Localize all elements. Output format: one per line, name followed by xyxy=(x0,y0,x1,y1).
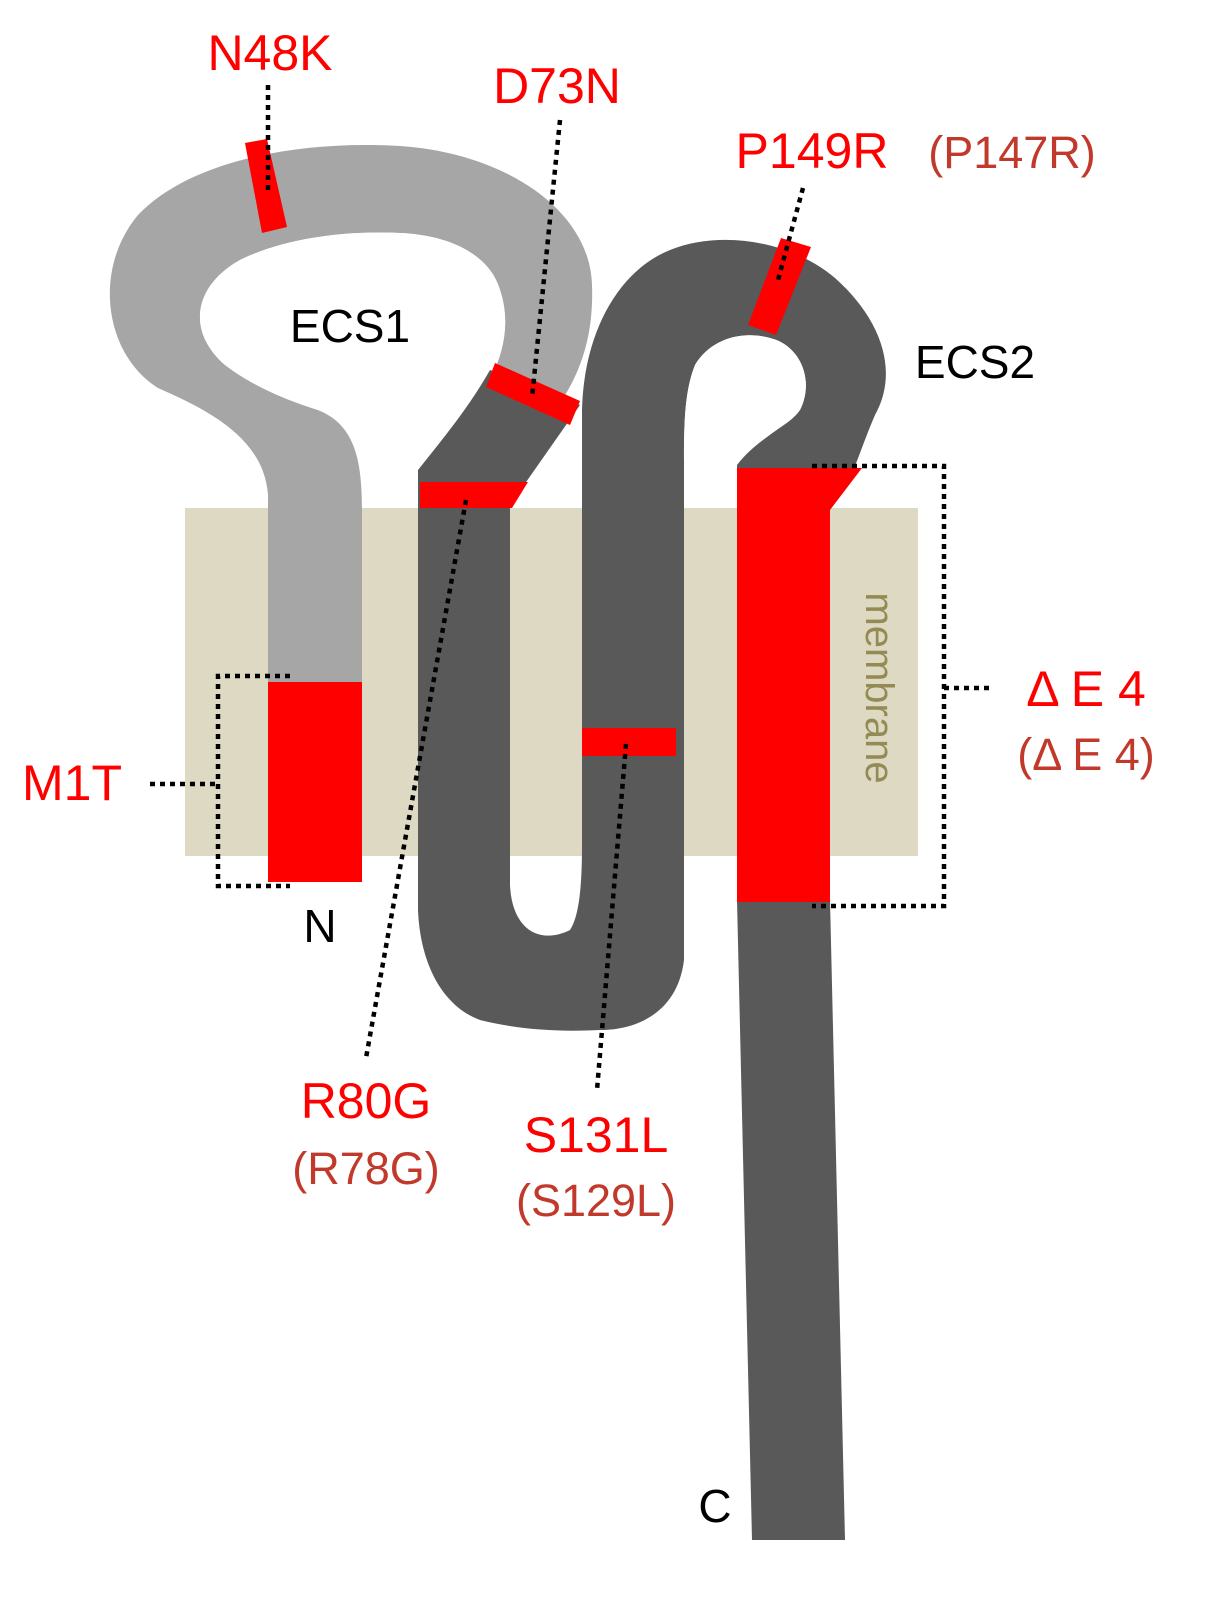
r80g-label: R80G xyxy=(301,1073,432,1129)
s131l-alt-label: (S129L) xyxy=(516,1175,676,1226)
r80g-alt-label: (R78G) xyxy=(292,1143,440,1194)
s131l-highlight xyxy=(582,728,676,756)
d73n-leader xyxy=(529,119,563,399)
d73n-label: D73N xyxy=(493,58,621,114)
ecs1-loop xyxy=(109,144,593,880)
de4-highlight xyxy=(737,468,862,902)
m1t-highlight xyxy=(268,682,362,882)
n-terminus-label: N xyxy=(303,900,336,952)
p149r-highlight xyxy=(748,238,811,335)
p149r-label: P149R xyxy=(736,123,889,179)
membrane-label: membrane xyxy=(857,592,901,783)
de4-alt-label: (Δ E 4) xyxy=(1017,729,1155,780)
ecs2-label: ECS2 xyxy=(915,336,1035,388)
p149r-alt-label: (P147R) xyxy=(928,127,1096,178)
de4-label: Δ E 4 xyxy=(1026,661,1146,717)
s131l-label: S131L xyxy=(524,1107,669,1163)
ecs2-opening xyxy=(684,335,806,460)
ecs1-label: ECS1 xyxy=(290,300,410,352)
r80g-leader xyxy=(363,499,469,1059)
r80g-highlight xyxy=(420,482,528,508)
n48k-label: N48K xyxy=(207,25,332,81)
m1t-label: M1T xyxy=(22,755,122,811)
c-terminus-label: C xyxy=(698,1480,731,1532)
ecs1-opening xyxy=(199,232,506,475)
d73n-highlight xyxy=(486,363,580,425)
s131l-leader xyxy=(594,743,629,1091)
